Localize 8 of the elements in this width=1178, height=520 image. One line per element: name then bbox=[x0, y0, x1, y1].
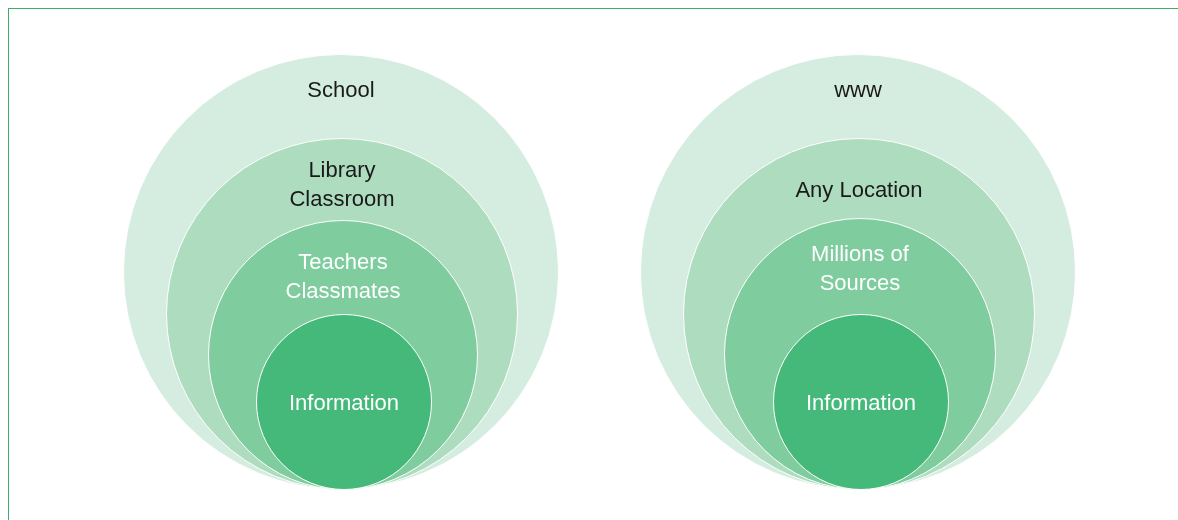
circle-label: Information bbox=[804, 388, 918, 417]
circle-label: www bbox=[833, 76, 883, 104]
circle-label: Millions of Sources bbox=[810, 240, 910, 297]
circle-label: Library Classroom bbox=[288, 156, 396, 213]
circle-label: Information bbox=[287, 388, 401, 417]
circle-label: Any Location bbox=[794, 176, 924, 204]
circle-label: Teachers Classmates bbox=[284, 248, 402, 305]
circle-label: School bbox=[306, 76, 376, 104]
